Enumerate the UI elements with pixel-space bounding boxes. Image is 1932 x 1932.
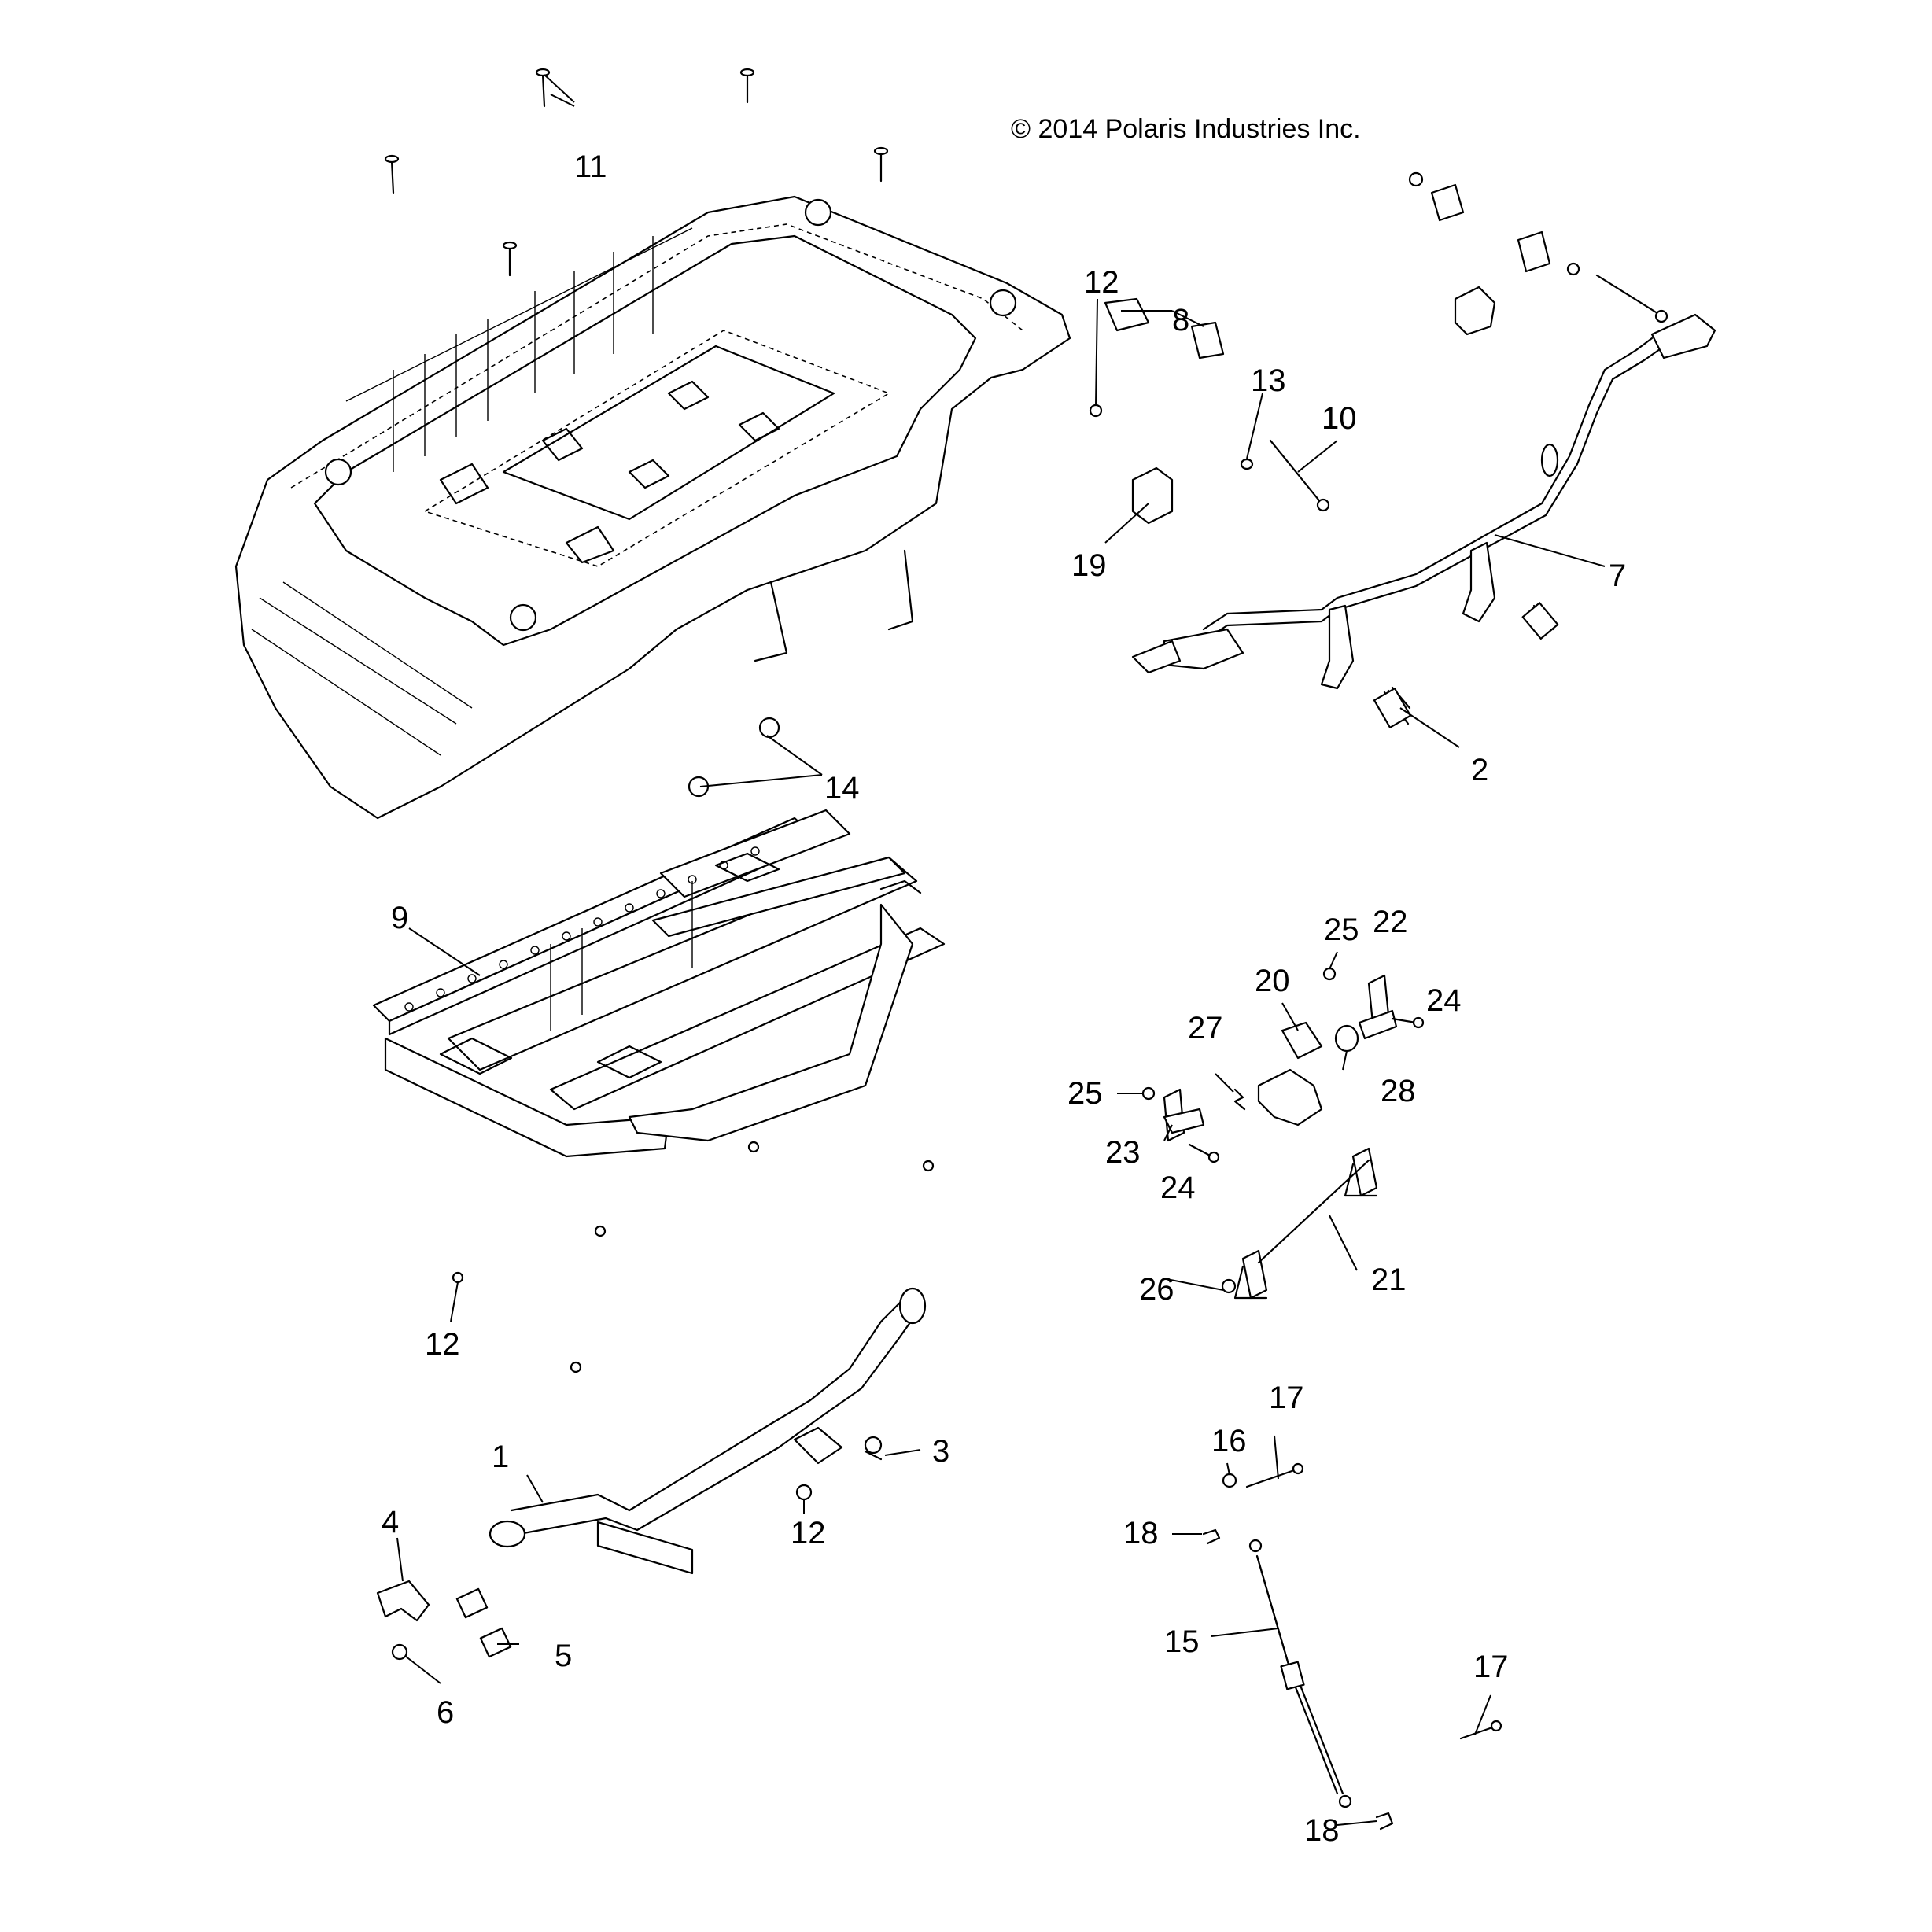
nut-12-top bbox=[1089, 404, 1103, 418]
callout-24-bottom: 24 bbox=[1160, 1171, 1196, 1205]
copyright-text: © 2014 Polaris Industries Inc. bbox=[1011, 114, 1361, 144]
callout-3: 3 bbox=[932, 1434, 949, 1469]
callout-25-left: 25 bbox=[1067, 1076, 1103, 1111]
callout-18-top: 18 bbox=[1123, 1516, 1159, 1550]
washer-13 bbox=[1240, 458, 1254, 470]
callout-12-left: 12 bbox=[425, 1327, 460, 1362]
callout-7: 7 bbox=[1609, 559, 1626, 593]
callout-21: 21 bbox=[1371, 1263, 1407, 1297]
bracket-22 bbox=[1358, 974, 1398, 1040]
callout-26: 26 bbox=[1139, 1272, 1174, 1307]
latch-20 bbox=[1257, 1021, 1323, 1126]
callout-28: 28 bbox=[1381, 1074, 1416, 1108]
callout-25-top: 25 bbox=[1324, 913, 1359, 947]
callout-17-bottom: 17 bbox=[1473, 1650, 1509, 1684]
washer-16 bbox=[1222, 1473, 1237, 1488]
callout-1: 1 bbox=[492, 1440, 509, 1474]
clip-18 bbox=[1202, 1528, 1394, 1831]
callout-9: 9 bbox=[391, 901, 408, 935]
callout-20: 20 bbox=[1255, 964, 1290, 998]
callout-12-top: 12 bbox=[1084, 265, 1119, 300]
callout-11: 11 bbox=[574, 149, 607, 184]
callout-14: 14 bbox=[824, 771, 860, 806]
callout-2: 2 bbox=[1471, 753, 1488, 787]
callout-8: 8 bbox=[1172, 303, 1189, 337]
bushing-28 bbox=[1334, 1024, 1359, 1053]
hinge-set bbox=[1408, 171, 1668, 336]
bolt-10 bbox=[1269, 439, 1330, 512]
callout-13: 13 bbox=[1251, 363, 1286, 398]
callout-labels: 11 12 8 13 10 19 7 2 14 9 25 22 20 24 27… bbox=[382, 149, 1626, 1848]
spring-5 bbox=[455, 1587, 512, 1658]
gas-strut-15 bbox=[1248, 1539, 1352, 1808]
nuts-12 bbox=[452, 1141, 935, 1501]
leader-lines bbox=[396, 74, 1606, 1826]
bolt-24a bbox=[1391, 1016, 1425, 1029]
callout-23: 23 bbox=[1105, 1135, 1141, 1170]
callout-17-top: 17 bbox=[1269, 1381, 1304, 1415]
cargo-frame bbox=[372, 809, 946, 1158]
callout-19: 19 bbox=[1071, 548, 1107, 583]
bolt-24b bbox=[1188, 1143, 1220, 1163]
callout-4: 4 bbox=[382, 1505, 399, 1539]
callout-24-top: 24 bbox=[1426, 983, 1462, 1018]
callout-16: 16 bbox=[1211, 1424, 1247, 1458]
spring-2 bbox=[1373, 602, 1559, 728]
callout-27: 27 bbox=[1188, 1011, 1223, 1045]
bracket-19 bbox=[1131, 466, 1174, 525]
striker-21 bbox=[1233, 1147, 1378, 1300]
bolt-26 bbox=[1221, 1278, 1237, 1294]
bracket-23 bbox=[1163, 1088, 1205, 1142]
callout-15: 15 bbox=[1164, 1624, 1200, 1659]
nut-25 bbox=[1141, 967, 1337, 1101]
callout-5: 5 bbox=[555, 1639, 572, 1673]
callout-18-bottom: 18 bbox=[1304, 1813, 1340, 1848]
callout-12-bottom: 12 bbox=[791, 1516, 826, 1550]
callout-6: 6 bbox=[437, 1695, 454, 1730]
pin-17 bbox=[1245, 1462, 1502, 1740]
bushing-8 bbox=[1104, 297, 1225, 359]
lower-tube bbox=[489, 1287, 927, 1575]
callout-10: 10 bbox=[1322, 401, 1357, 436]
rivet-6 bbox=[391, 1643, 408, 1661]
clip-4 bbox=[376, 1580, 430, 1622]
nut-14 bbox=[688, 717, 780, 798]
callout-22: 22 bbox=[1373, 905, 1408, 939]
cargo-box bbox=[234, 195, 1071, 820]
spring-27 bbox=[1233, 1088, 1246, 1111]
screw-11 bbox=[384, 68, 889, 277]
release-rod bbox=[1131, 313, 1716, 690]
